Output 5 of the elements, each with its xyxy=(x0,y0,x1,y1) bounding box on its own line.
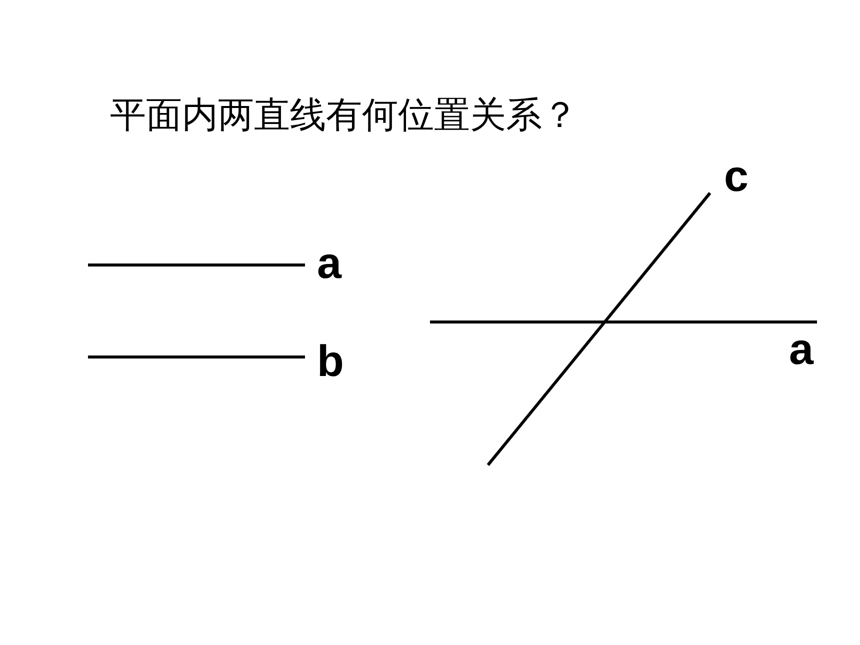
title: 平面内两直线有何位置关系？ xyxy=(110,98,578,134)
line-label: a xyxy=(789,328,814,372)
line-label: b xyxy=(317,340,344,384)
line-label: c xyxy=(724,155,748,199)
line-label: a xyxy=(317,242,342,286)
